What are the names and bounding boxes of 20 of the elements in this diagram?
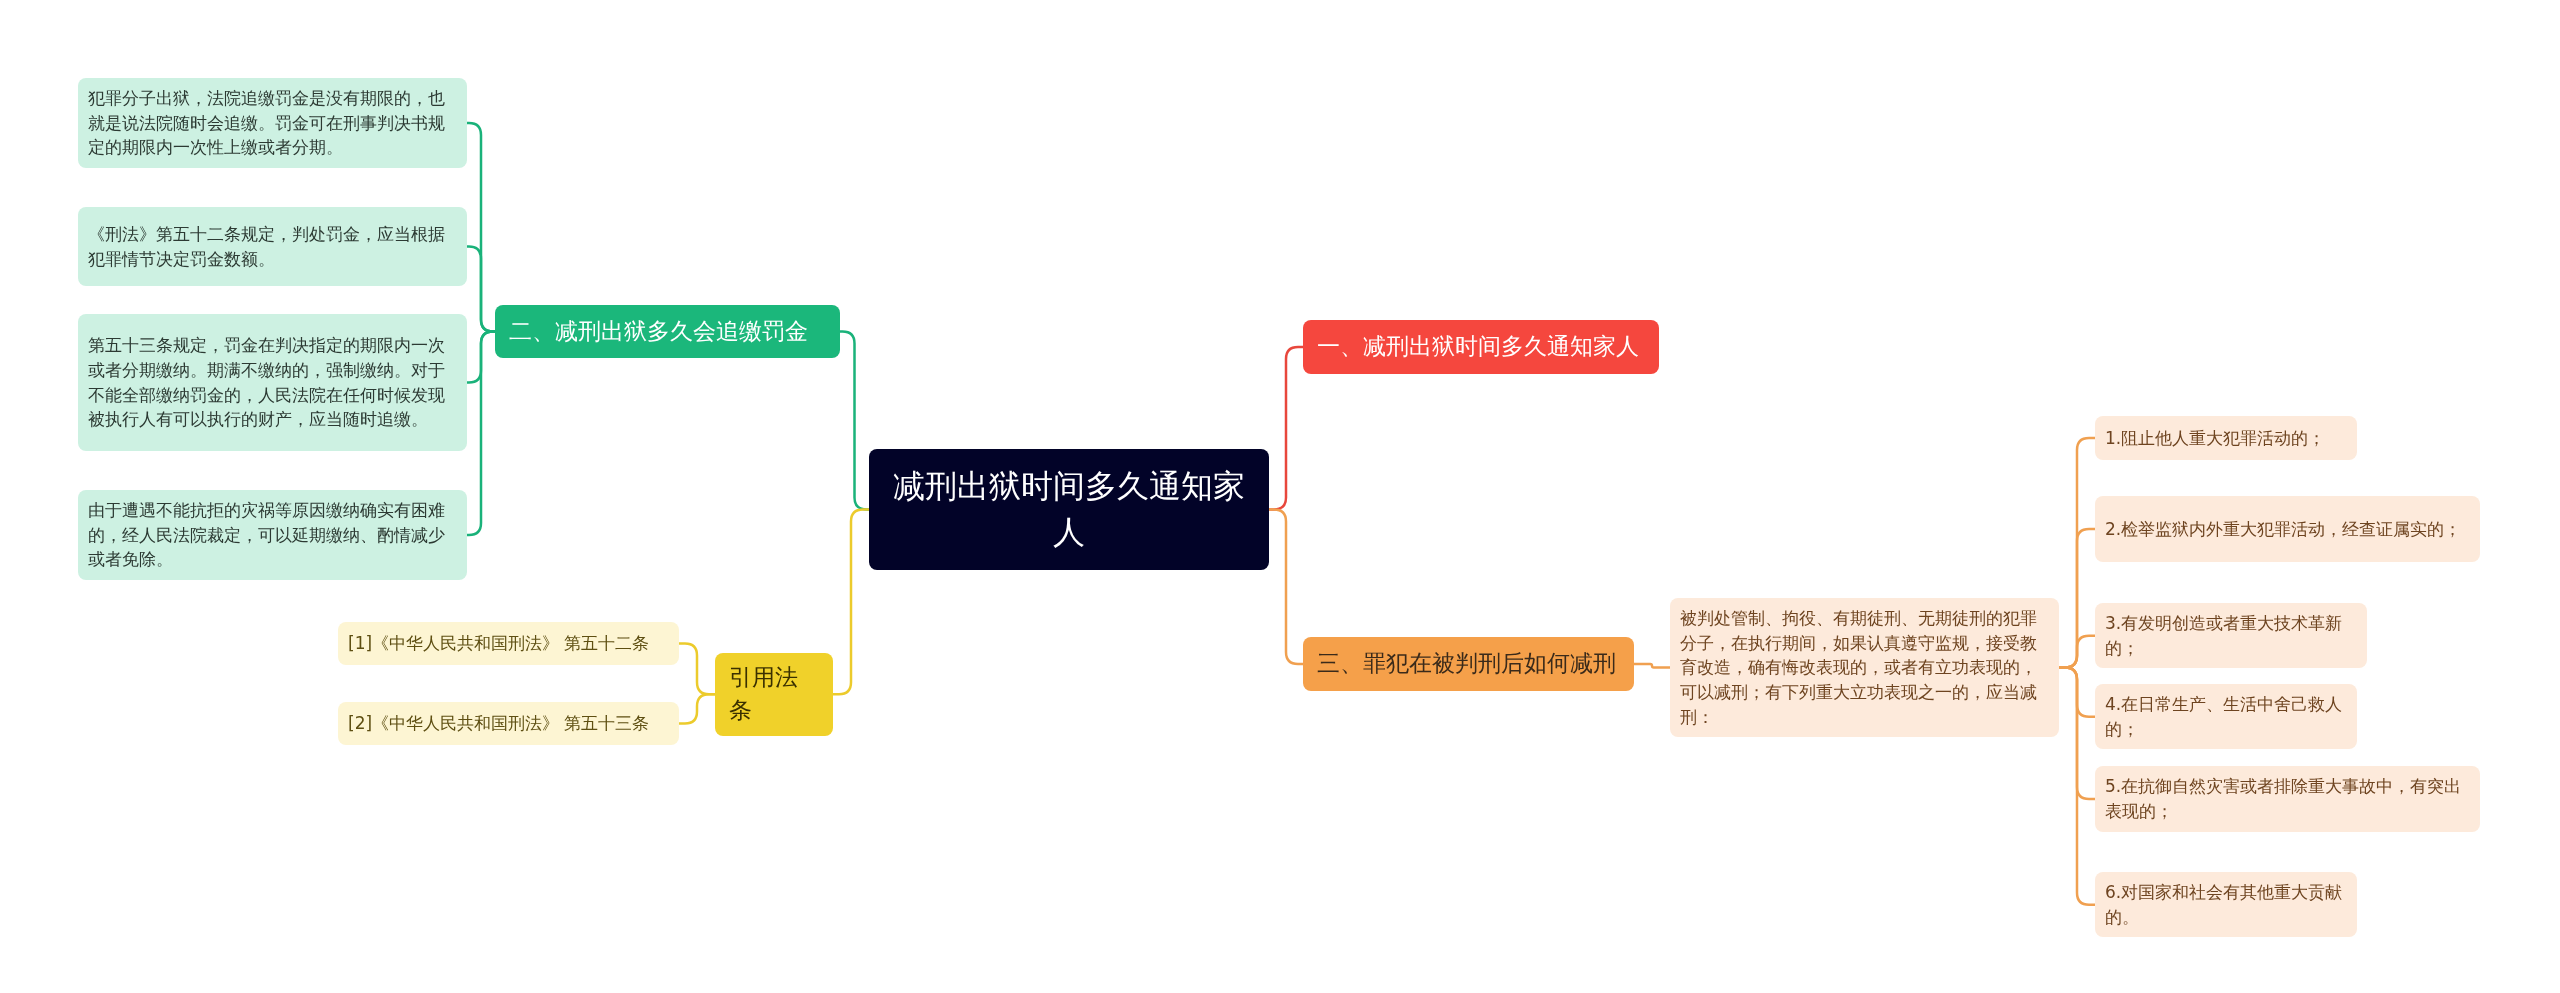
connector <box>679 693 715 725</box>
note-box: 5.在抗御自然灾害或者排除重大事故中，有突出表现的； <box>2095 766 2480 832</box>
branch-box: 一、减刑出狱时间多久通知家人 <box>1303 320 1659 374</box>
note-box: 6.对国家和社会有其他重大贡献的。 <box>2095 872 2357 938</box>
note-box: [1]《中华人民共和国刑法》 第五十二条 <box>338 622 679 665</box>
branch-box: 引用法条 <box>715 653 833 736</box>
note-box: 3.有发明创造或者重大技术革新的； <box>2095 603 2367 669</box>
note-box: [2]《中华人民共和国刑法》 第五十三条 <box>338 702 679 745</box>
note-box: 由于遭遇不能抗拒的灾祸等原因缴纳确实有困难的，经人民法院裁定，可以延期缴纳、酌情减少或者免除。 <box>78 490 467 580</box>
note-box: 被判处管制、拘役、有期徒刑、无期徒刑的犯罪分子，在执行期间，如果认真遵守监规，接受教育改造，确有悔改表现的，或者有立功表现的，可以减刑；有下列重大立功表现之一的，应当减刑： <box>1670 598 2059 738</box>
topic-box: 减刑出狱时间多久通知家人 <box>869 449 1269 570</box>
note-box: 2.检举监狱内外重大犯罪活动，经查证属实的； <box>2095 496 2480 562</box>
note-box: 第五十三条规定，罚金在判决指定的期限内一次或者分期缴纳。期满不缴纳的，强制缴纳。对于不能全部缴纳罚金的，人民法院在任何时候发现被执行人有可以执行的财产，应当随时追缴。 <box>78 314 467 451</box>
branch-box: 二、减刑出狱多久会追缴罚金 <box>495 305 840 358</box>
connector <box>1634 662 1670 669</box>
note-box: 4.在日常生产、生活中舍己救人的； <box>2095 684 2357 750</box>
note-box: 1.阻止他人重大犯罪活动的； <box>2095 416 2357 460</box>
branch-box: 三、罪犯在被判刑后如何减刑 <box>1303 637 1634 691</box>
note-box: 犯罪分子出狱，法院追缴罚金是没有期限的，也就是说法院随时会追缴。罚金可在刑事判决书规定的期限内一次性上缴或者分期。 <box>78 78 467 168</box>
note-box: 《刑法》第五十二条规定，判处罚金，应当根据犯罪情节决定罚金数额。 <box>78 207 467 286</box>
